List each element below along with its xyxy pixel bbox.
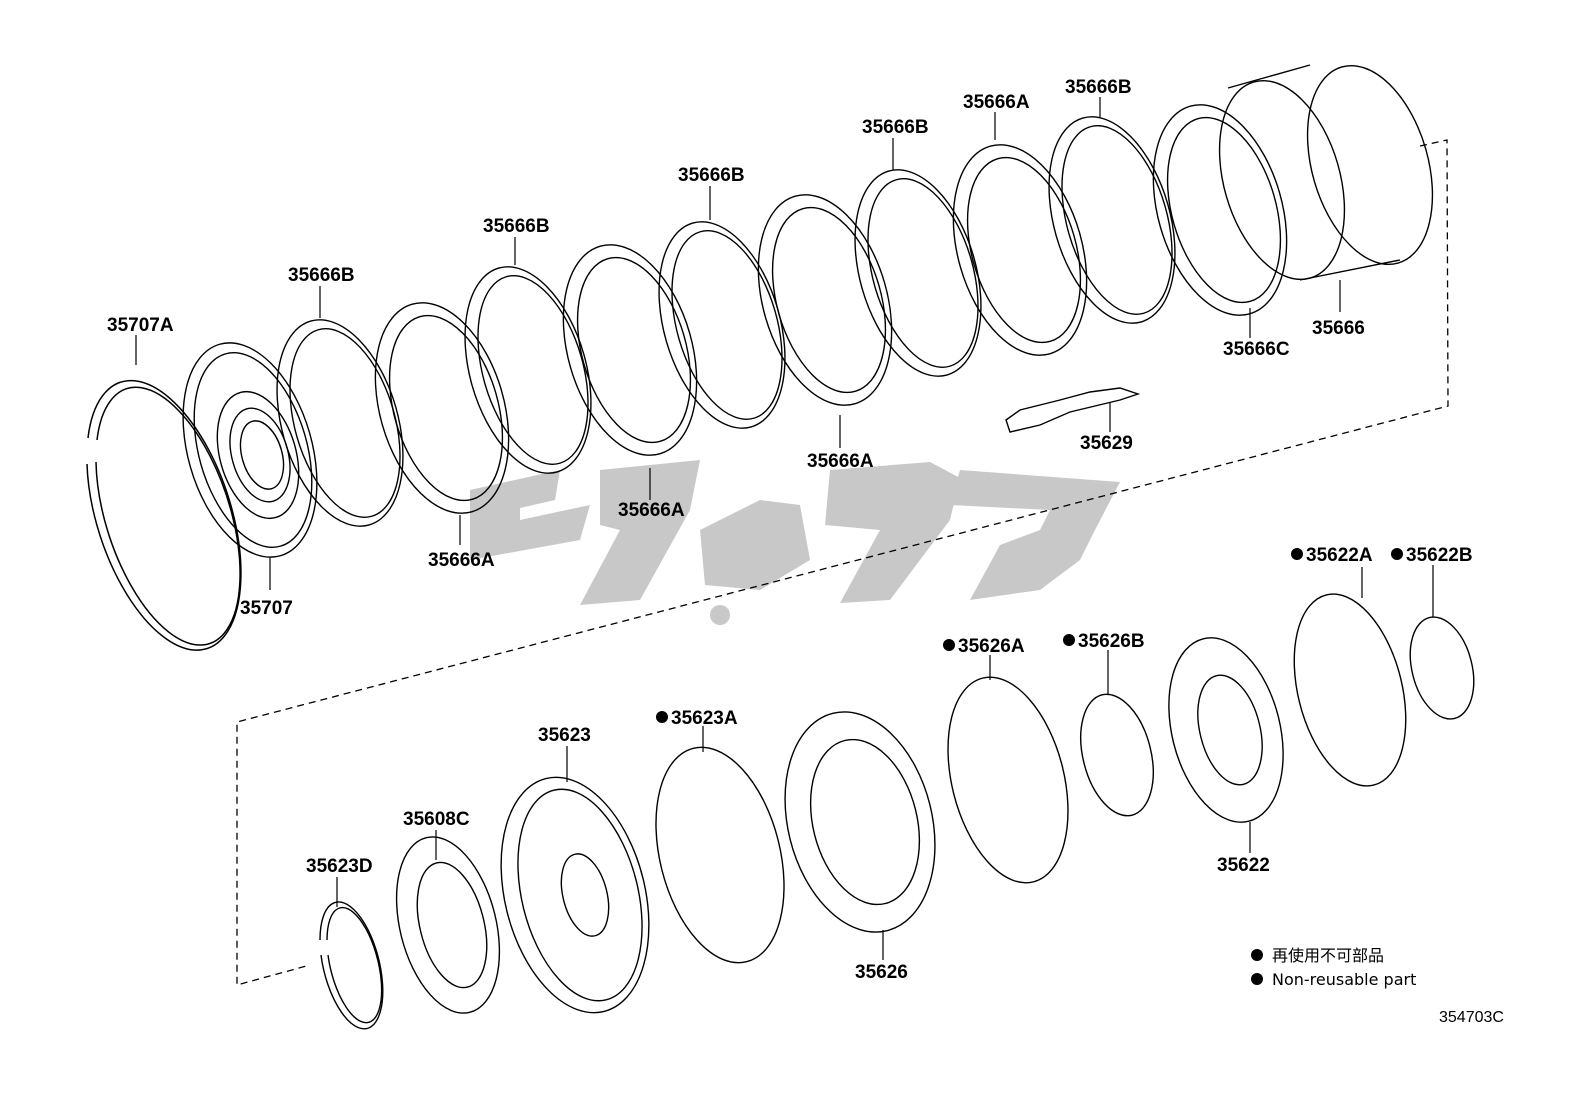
label-35622b: 35622B xyxy=(1406,545,1473,566)
label-35666b-2: 35666B xyxy=(483,216,550,237)
filled-circle-icon xyxy=(1391,548,1403,560)
label-35666b-3: 35666B xyxy=(678,165,745,186)
disc-35666a-4 xyxy=(952,144,1088,356)
label-35629: 35629 xyxy=(1080,433,1133,454)
label-35622a: 35622A xyxy=(1306,545,1373,566)
o-ring-35623a xyxy=(655,746,785,964)
label-35666a-1: 35666A xyxy=(428,550,495,571)
filled-circle-icon xyxy=(1251,973,1263,985)
watermark-logo xyxy=(470,460,1120,625)
part-labels: 35707A 35707 35666B 35666A 35666B 35666A… xyxy=(107,77,1473,983)
piston-35622 xyxy=(1168,637,1284,823)
label-35666a-2: 35666A xyxy=(618,500,685,521)
plate-35666b-3 xyxy=(658,221,786,429)
label-35626a: 35626A xyxy=(958,636,1025,657)
label-35666b-5: 35666B xyxy=(1065,77,1132,98)
o-ring-35622a xyxy=(1293,593,1407,787)
label-35626: 35626 xyxy=(855,962,908,983)
clutch-drum-35666 xyxy=(1218,64,1434,281)
plate-35666b-1 xyxy=(276,319,404,527)
label-35623d: 35623D xyxy=(306,856,373,877)
label-35622: 35622 xyxy=(1217,855,1270,876)
label-35666b-1: 35666B xyxy=(288,265,355,286)
snap-ring-35707a xyxy=(86,379,242,651)
label-35626b: 35626B xyxy=(1078,631,1145,652)
lower-components xyxy=(319,593,1475,1030)
o-ring-35626b xyxy=(1080,693,1154,817)
legend-line-japanese: 再使用不可部品 xyxy=(1272,946,1384,965)
retainer-35623 xyxy=(500,776,650,1014)
bearing-35608c xyxy=(395,836,501,1014)
label-35666a-4: 35666A xyxy=(963,92,1030,113)
disc-35666a-1 xyxy=(374,302,510,514)
o-ring-35622b xyxy=(1409,616,1475,720)
filled-circle-icon xyxy=(1251,949,1263,961)
plate-35666b-2 xyxy=(464,266,592,474)
disc-35666a-2 xyxy=(562,244,698,456)
label-35623a: 35623A xyxy=(671,708,738,729)
o-ring-35626a xyxy=(947,676,1069,884)
plate-35666b-4 xyxy=(854,169,982,377)
legend: 再使用不可部品 Non-reusable part xyxy=(1251,946,1416,989)
filled-circle-icon xyxy=(656,711,668,723)
leader-lines xyxy=(135,97,1434,960)
clutch-plates xyxy=(276,104,1288,527)
clutch-hub-35707 xyxy=(182,342,318,558)
spring-35629 xyxy=(1005,387,1141,433)
label-35666c: 35666C xyxy=(1223,339,1290,360)
legend-line-english: Non-reusable part xyxy=(1272,970,1416,989)
label-35608c: 35608C xyxy=(403,809,470,830)
disc-35666a-3 xyxy=(757,194,893,406)
label-35623: 35623 xyxy=(538,725,591,746)
filled-circle-icon xyxy=(1291,548,1303,560)
label-35707: 35707 xyxy=(240,598,293,619)
diagram-reference-code: 354703C xyxy=(1439,1009,1504,1026)
plate-35666b-5 xyxy=(1048,116,1176,324)
label-35666: 35666 xyxy=(1312,318,1365,339)
snap-ring-35623d xyxy=(319,901,384,1030)
label-35666b-4: 35666B xyxy=(862,117,929,138)
filled-circle-icon xyxy=(1063,634,1075,646)
label-35666a-3: 35666A xyxy=(807,451,874,472)
filled-circle-icon xyxy=(943,639,955,651)
piston-35626 xyxy=(784,711,936,933)
label-35707a: 35707A xyxy=(107,315,174,336)
